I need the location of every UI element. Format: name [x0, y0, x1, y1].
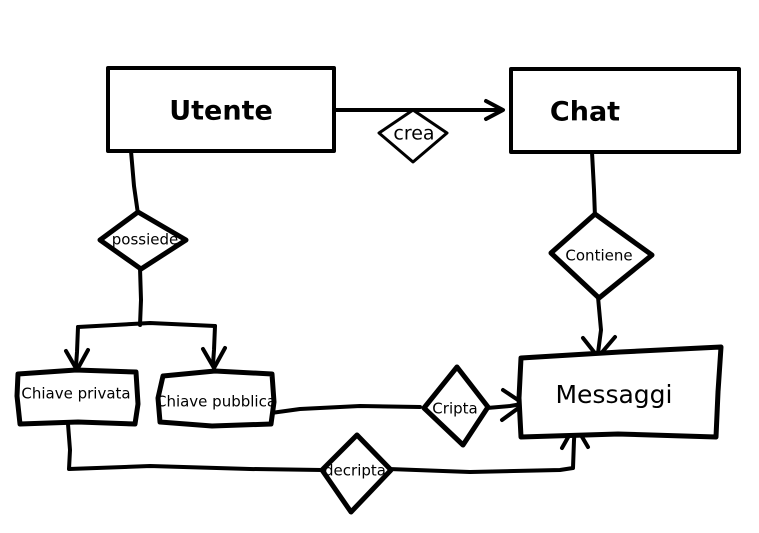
relationship-contiene[interactable]: Contiene	[548, 211, 655, 301]
relationship-cripta-diamond	[421, 364, 491, 448]
entity-chat[interactable]: Chat	[509, 67, 741, 154]
entity-chiave-privata-label: Chiave privata	[21, 385, 130, 403]
relationship-possiede-diamond	[97, 209, 189, 272]
connector-utente-to-chat	[332, 99, 505, 121]
entity-utente-label: Utente	[169, 96, 273, 127]
relationship-crea-label: crea	[393, 123, 434, 145]
entity-chat-label: Chat	[550, 97, 620, 128]
relationship-cripta-label: Cripta	[432, 400, 477, 418]
entity-chiave-privata-box	[14, 367, 141, 427]
relationship-decripta-diamond	[319, 432, 394, 515]
connector-possiede-to-keys	[64, 266, 227, 372]
connector-chat-to-contiene	[590, 150, 597, 219]
relationship-contiene-diamond	[548, 211, 655, 301]
entity-chiave-privata[interactable]: Chiave privata	[14, 367, 141, 427]
entity-messaggi-label: Messaggi	[555, 380, 672, 409]
relationship-cripta[interactable]: Cripta	[421, 364, 491, 448]
relationship-contiene-label: Contiene	[565, 247, 632, 265]
connector-chiave-pubblica-to-cripta	[269, 404, 422, 415]
relationship-possiede-label: possiede	[112, 231, 178, 249]
relationship-decripta[interactable]: decripta	[319, 432, 394, 515]
relationship-crea-diamond	[377, 108, 449, 164]
connector-chiave-privata-to-decripta	[66, 422, 324, 472]
entity-chat-box	[509, 67, 741, 154]
relationship-decripta-label: decripta	[324, 462, 386, 480]
relationship-possiede[interactable]: possiede	[97, 209, 189, 272]
relationship-crea[interactable]: crea	[377, 108, 449, 164]
connector-utente-to-possiede	[129, 149, 140, 216]
entity-utente[interactable]: Utente	[106, 66, 336, 153]
connector-contiene-to-messaggi	[581, 295, 617, 359]
entity-messaggi[interactable]: Messaggi	[516, 344, 724, 440]
entity-chiave-pubblica-label: Chiave pubblica	[156, 393, 276, 411]
entity-messaggi-box	[516, 344, 724, 440]
entity-chiave-pubblica[interactable]: Chiave pubblica	[155, 368, 277, 429]
entity-utente-box	[106, 66, 336, 153]
entity-chiave-pubblica-box	[155, 368, 277, 429]
